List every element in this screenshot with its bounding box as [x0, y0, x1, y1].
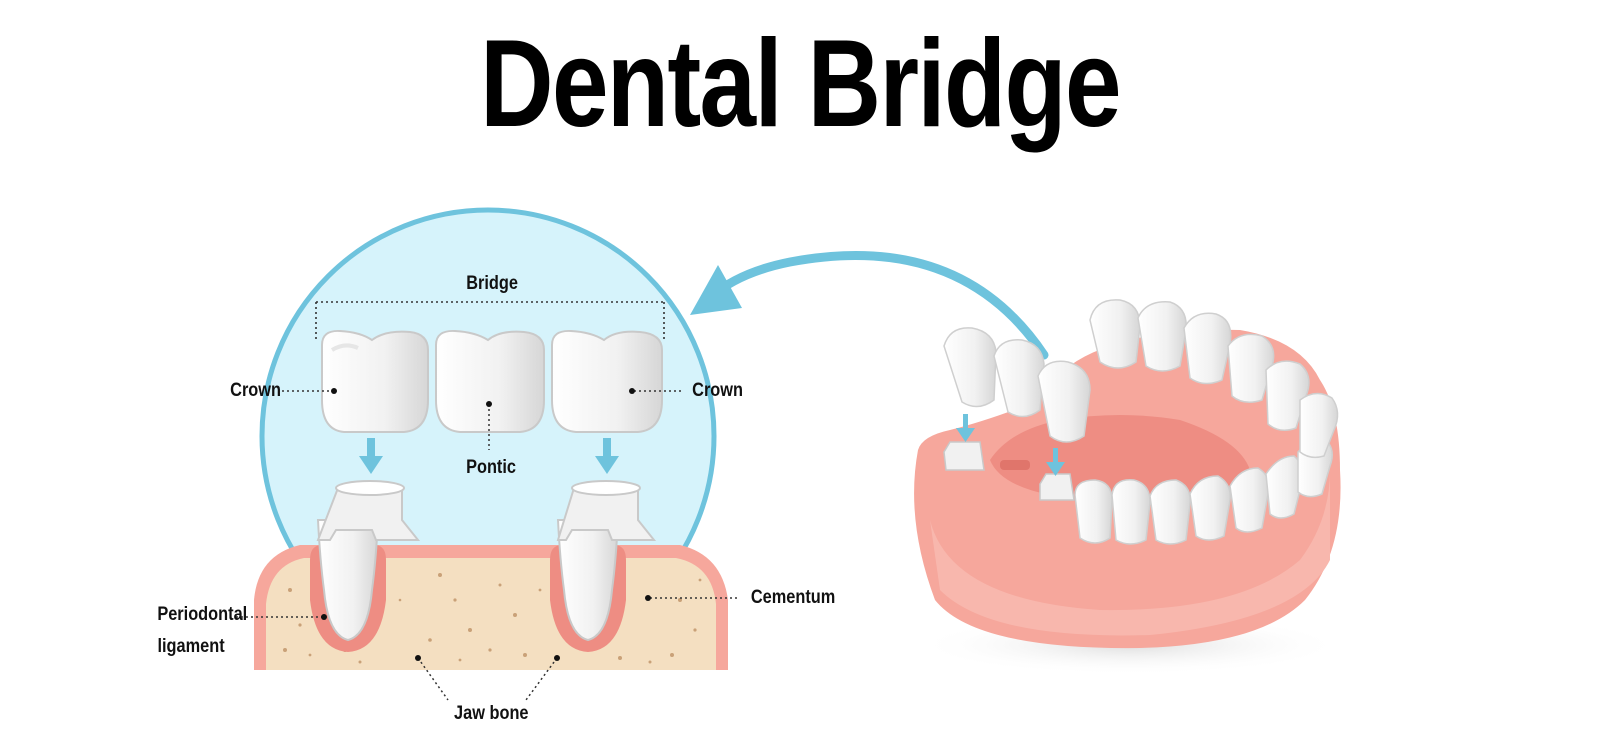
- curved-arrow-icon: [690, 251, 1049, 360]
- leader-dots: [321, 388, 651, 661]
- abutment-left: [310, 480, 421, 652]
- jaw-model: [914, 299, 1345, 675]
- label-periodontal-line2: ligament: [157, 636, 225, 657]
- bridge-bracket: [315, 301, 665, 340]
- abutment-right: [550, 480, 657, 652]
- down-arrow-left-icon: [359, 438, 383, 474]
- page-title: Dental Bridge: [480, 15, 1121, 153]
- label-periodontal-line1: Periodontal: [157, 604, 248, 625]
- floating-bridge: [943, 327, 1091, 443]
- label-crown-left: Crown: [230, 380, 281, 401]
- label-bridge: Bridge: [466, 273, 518, 294]
- crown-right: [551, 329, 663, 433]
- pontic: [435, 329, 545, 433]
- crown-left: [321, 329, 429, 433]
- label-pontic: Pontic: [466, 457, 516, 478]
- label-crown-right: Crown: [692, 380, 743, 401]
- label-jaw-bone: Jaw bone: [454, 703, 529, 724]
- leader-lines: [236, 390, 740, 701]
- bone-texture: [283, 573, 702, 664]
- down-arrow-right-icon: [595, 438, 619, 474]
- label-cementum: Cementum: [750, 587, 836, 608]
